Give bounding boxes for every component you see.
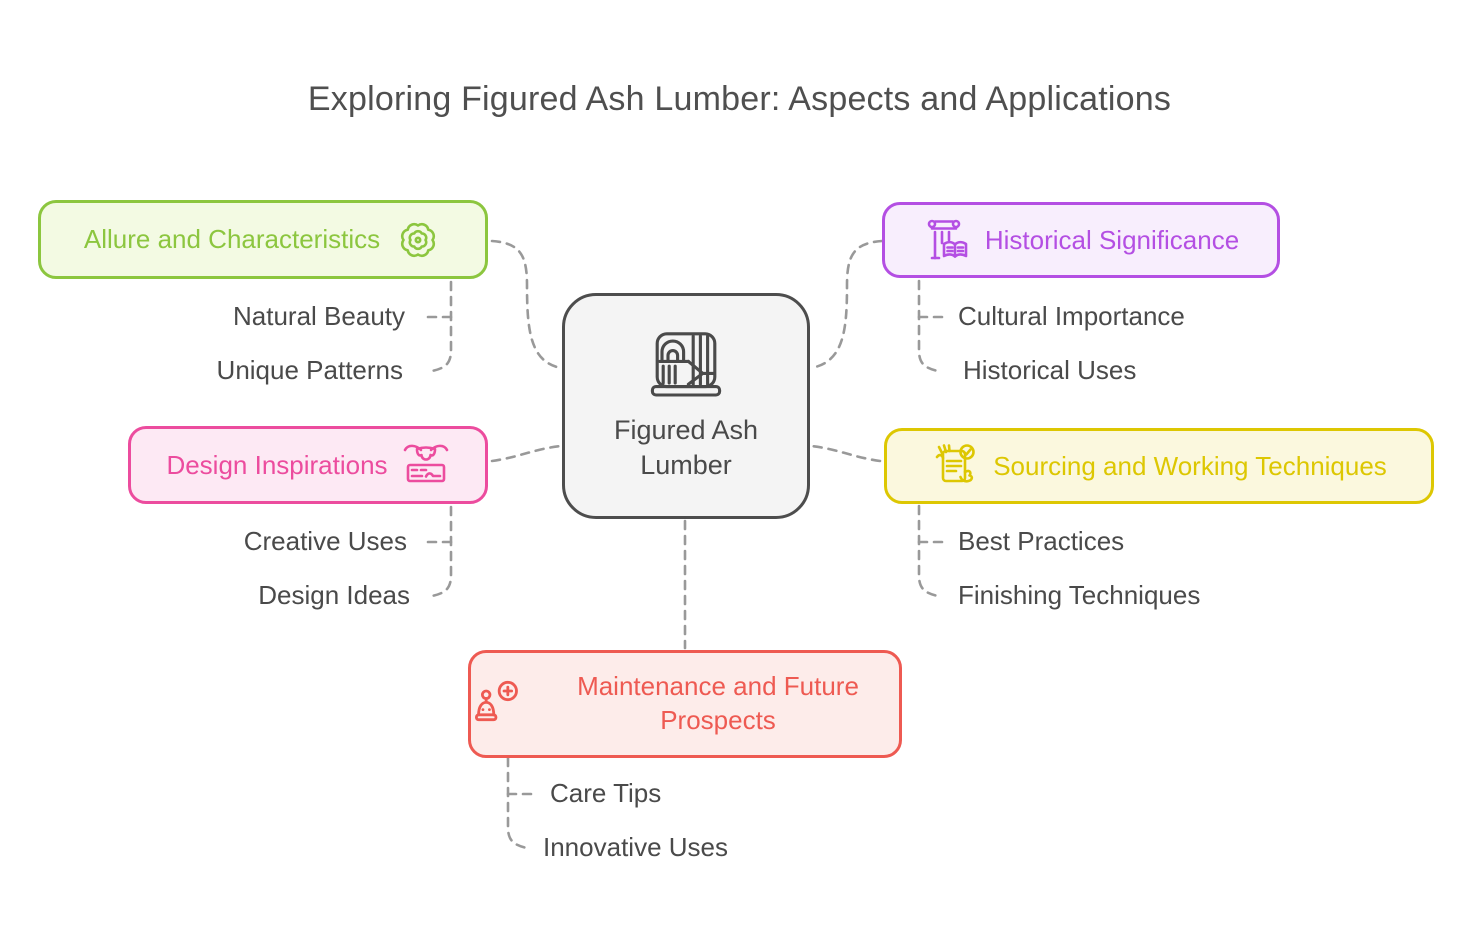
branch-label: Sourcing and Working Techniques [993,450,1387,481]
child-topic-finishing-techniques[interactable]: Finishing Techniques [958,580,1201,610]
connector-historical-to-center [809,239,884,370]
connector-allure-to-center [490,239,563,370]
child-topic-care-tips[interactable]: Care Tips [550,778,662,808]
branch-label: Allure and Characteristics [83,224,381,254]
connector-sourcing-children [917,504,940,598]
rosette-badge-icon [401,222,436,257]
connector-allure-children [430,280,453,373]
column-book-icon [927,219,968,260]
branch-label: Design Inspirations [166,449,388,480]
branch-label: Historical Significance [984,224,1240,255]
branch-node-historical-significance[interactable]: Historical Significance [882,202,1280,278]
child-topic-design-ideas[interactable]: Design Ideas [258,580,410,610]
child-topic-creative-uses[interactable]: Creative Uses [243,526,407,556]
hands-checklist-icon [935,444,975,483]
connector-sourcing-to-center [809,444,882,463]
center-node-label: Figured Ash Lumber [613,414,759,480]
connector-maintenance-children [506,756,529,850]
connector-historical-children [917,279,940,373]
child-topic-historical-uses[interactable]: Historical Uses [963,355,1137,385]
branch-node-design-inspirations[interactable]: Design Inspirations [128,426,488,504]
child-topic-best-practices[interactable]: Best Practices [958,526,1125,556]
robot-plus-badge-icon [475,680,518,722]
branch-node-maintenance-and-future-prospects[interactable]: Maintenance and Future Prospects [468,650,902,758]
child-topic-unique-patterns[interactable]: Unique Patterns [216,355,403,385]
branch-node-allure-and-characteristics[interactable]: Allure and Characteristics [38,200,488,279]
child-topic-innovative-uses[interactable]: Innovative Uses [543,832,728,862]
diagram-title: Exploring Figured Ash Lumber: Aspects an… [307,80,1172,118]
bull-plank-icon [403,444,448,483]
center-node-figured-ash-lumber[interactable]: Figured Ash Lumber [562,293,810,519]
branch-label: Maintenance and Future Prospects [577,671,859,735]
connector-design-to-center [490,444,563,463]
connector-design-children [430,505,453,598]
wood-lumber-icon [650,332,722,397]
child-topic-cultural-importance[interactable]: Cultural Importance [958,301,1185,331]
child-topic-natural-beauty[interactable]: Natural Beauty [233,301,405,331]
branch-node-sourcing-and-working-techniques[interactable]: Sourcing and Working Techniques [884,428,1434,504]
